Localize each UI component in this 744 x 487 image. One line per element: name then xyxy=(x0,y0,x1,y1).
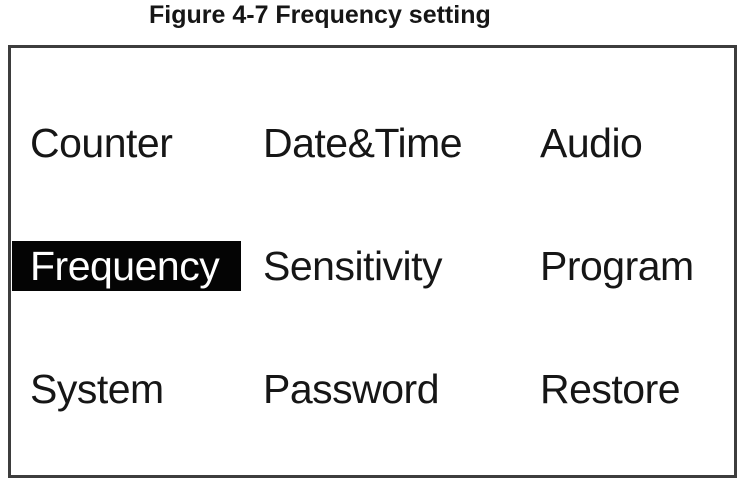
menu-item-frequency-selected[interactable]: Frequency xyxy=(12,241,263,291)
menu-item-restore[interactable]: Restore xyxy=(540,364,734,414)
menu-item-password[interactable]: Password xyxy=(263,364,540,414)
figure-caption: Figure 4-7 Frequency setting xyxy=(149,1,491,29)
menu-item-label: System xyxy=(30,366,164,412)
settings-menu: Counter Date&Time Audio Frequency Sensit… xyxy=(11,48,734,475)
menu-item-label: Audio xyxy=(540,120,643,166)
menu-item-label: Sensitivity xyxy=(263,243,443,289)
menu-item-label: Frequency xyxy=(12,241,242,291)
menu-item-sensitivity[interactable]: Sensitivity xyxy=(263,241,540,291)
settings-screen: Counter Date&Time Audio Frequency Sensit… xyxy=(8,45,737,478)
menu-item-program[interactable]: Program xyxy=(540,241,734,291)
menu-item-label: Program xyxy=(540,243,694,289)
menu-item-audio[interactable]: Audio xyxy=(540,118,734,168)
menu-item-date-time[interactable]: Date&Time xyxy=(263,118,540,168)
menu-item-counter[interactable]: Counter xyxy=(30,118,263,168)
menu-item-system[interactable]: System xyxy=(30,364,263,414)
menu-item-label: Date&Time xyxy=(263,120,463,166)
menu-item-label: Restore xyxy=(540,366,681,412)
menu-item-label: Counter xyxy=(30,120,173,166)
menu-item-label: Password xyxy=(263,366,440,412)
